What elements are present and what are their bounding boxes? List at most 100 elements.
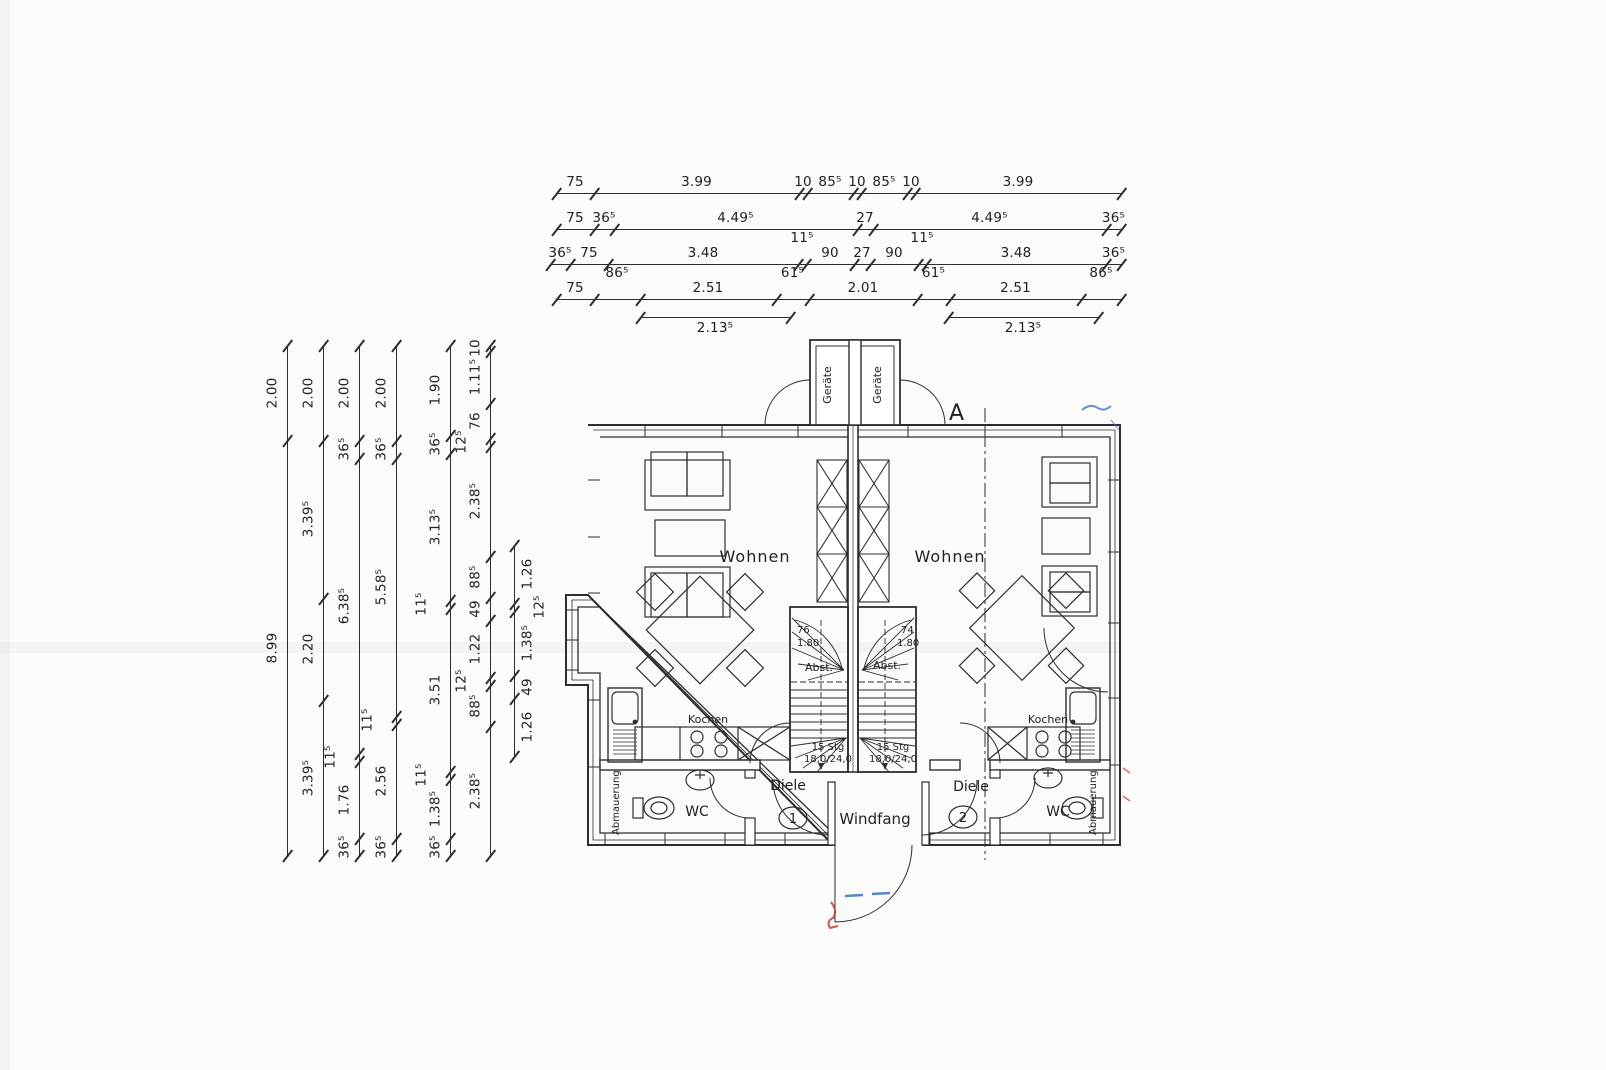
- wc-right-fixtures: [1033, 767, 1104, 820]
- dim-label: 61⁵: [921, 265, 946, 281]
- dim-label: 12⁵: [453, 430, 470, 454]
- left-stair-treads: [790, 617, 847, 773]
- wc-door-left: [709, 777, 751, 819]
- kochen-left-label: Kochen: [688, 713, 728, 726]
- dim-label: 8.99: [264, 632, 281, 663]
- dim-label: 75: [566, 174, 584, 190]
- left-stair-box: [789, 606, 849, 773]
- abst-right-label: Abst.: [873, 659, 901, 672]
- wc-left-label: WC: [685, 804, 709, 820]
- dim-label: 36⁵: [373, 834, 390, 859]
- dim-label: 1.90: [427, 374, 444, 406]
- dim-label: 75: [580, 245, 598, 261]
- room-labels: Wohnen Wohnen Kochen Kochen Diele Diele …: [611, 547, 1099, 835]
- blue-pen-mark-top-right: [1081, 404, 1112, 411]
- dim-label: 90: [885, 245, 903, 261]
- dim-label: 3.48: [687, 245, 719, 261]
- sofa-left-2: [644, 566, 731, 618]
- abmauerung-right-label: Abmauerung: [1088, 770, 1099, 835]
- dim-label: 11⁵: [790, 230, 814, 246]
- wc-right-label: WC: [1046, 804, 1070, 820]
- red-pen-mark-right-wall-1: [1122, 767, 1131, 774]
- scan-smudge: [0, 0, 10, 1070]
- right-stair-box: [857, 606, 917, 773]
- wc-door-right: [994, 777, 1036, 819]
- left-stair-headroom: 76: [797, 625, 810, 636]
- left-stair-width: 1.80: [797, 638, 819, 649]
- geraete-door-arc-right: [899, 379, 946, 426]
- dim-label: 75: [566, 210, 584, 226]
- section-line: A: [949, 401, 986, 860]
- dim-label: 1.26: [519, 711, 536, 743]
- dim-label: 36⁵: [548, 245, 572, 261]
- wardrobe-left: [816, 459, 848, 603]
- right-stair-treads: [859, 617, 916, 773]
- kitchen-door-right: [959, 722, 1001, 764]
- kitchen-door-left: [749, 722, 791, 764]
- section-marker-a: A: [949, 401, 964, 426]
- dim-label: 90: [821, 245, 839, 261]
- dim-label: 1.11⁵: [467, 358, 484, 396]
- diele-door-2: [921, 779, 978, 836]
- dim-label: 2.51: [1000, 280, 1031, 296]
- red-pen-mark-right-wall-2: [1122, 795, 1131, 802]
- dim-label: 11⁵: [910, 230, 934, 246]
- door-1-number: 1: [789, 812, 797, 827]
- dim-label: 1.38⁵: [427, 790, 444, 827]
- dim-label: 86⁵: [1089, 265, 1113, 281]
- dim-label: 2.51: [692, 280, 724, 296]
- dim-label: 75: [566, 280, 584, 296]
- dim-label: 49: [519, 677, 536, 696]
- dim-label: 2.01: [847, 280, 879, 296]
- geraete-left-label: Geräte: [821, 366, 834, 404]
- dim-label: 36⁵: [592, 210, 616, 226]
- dim-label: 2.00: [373, 377, 390, 408]
- dim-label: 10: [902, 174, 920, 190]
- dim-label: 2.00: [336, 377, 353, 408]
- geraete-right-label: Geräte: [871, 366, 884, 404]
- red-pen-mark-entrance: [827, 901, 839, 930]
- kochen-right-label: Kochen: [1028, 713, 1068, 726]
- coffee-table-right: [1041, 517, 1091, 555]
- dim-label: 3.13⁵: [427, 508, 444, 545]
- dim-label: 3.99: [681, 174, 712, 190]
- dim-label: 3.48: [1000, 245, 1032, 261]
- dim-label: 2.56: [373, 765, 390, 797]
- partition-walls: [599, 759, 1111, 846]
- dim-label: 2.13⁵: [696, 320, 734, 336]
- wc-left-fixtures: [632, 769, 715, 820]
- right-stair-headroom: 74: [901, 625, 914, 636]
- dim-label: 1.38⁵: [519, 624, 536, 662]
- right-stair-rise-run: 18,0/24,0: [869, 754, 917, 765]
- dim-label: 11⁵: [413, 592, 430, 616]
- dim-label: 2.00: [264, 377, 281, 408]
- right-stair-width: 1.80: [897, 638, 919, 649]
- dim-label: 36⁵: [1101, 245, 1126, 261]
- dim-label: 10: [467, 339, 484, 357]
- diele-door-1: [772, 779, 829, 836]
- sofa-left-1: [644, 451, 731, 511]
- dim-label: 6.38⁵: [336, 587, 353, 624]
- dim-label: 36⁵: [427, 432, 444, 456]
- dim-label: 10: [848, 174, 866, 190]
- windfang-label: Windfang: [839, 810, 910, 828]
- wardrobe-right: [858, 459, 890, 603]
- dim-label: 11⁵: [322, 745, 339, 769]
- blue-dash-entrance-2: [871, 891, 891, 896]
- dim-label: 88⁵: [467, 564, 484, 589]
- floor-plan-drawing: Geräte Geräte A: [565, 339, 1131, 930]
- dim-label: 3.39⁵: [300, 759, 317, 796]
- sofa-right-1: [1041, 456, 1098, 508]
- abmauerung-left-label: Abmauerung: [611, 770, 622, 835]
- geraete-door-arc-left: [764, 379, 811, 426]
- dim-label: 3.99: [1002, 174, 1034, 190]
- dim-label: 2.20: [300, 633, 317, 665]
- blue-pen-mark-top-right-2: [1110, 419, 1120, 431]
- dim-label: 2.38⁵: [467, 772, 484, 809]
- dim-label: 27: [853, 245, 871, 261]
- dim-label: 3.51: [427, 674, 444, 705]
- dim-label: 2.13⁵: [1004, 320, 1042, 336]
- dim-label: 2.00: [300, 377, 317, 408]
- abst-left-label: Abst.: [805, 661, 833, 674]
